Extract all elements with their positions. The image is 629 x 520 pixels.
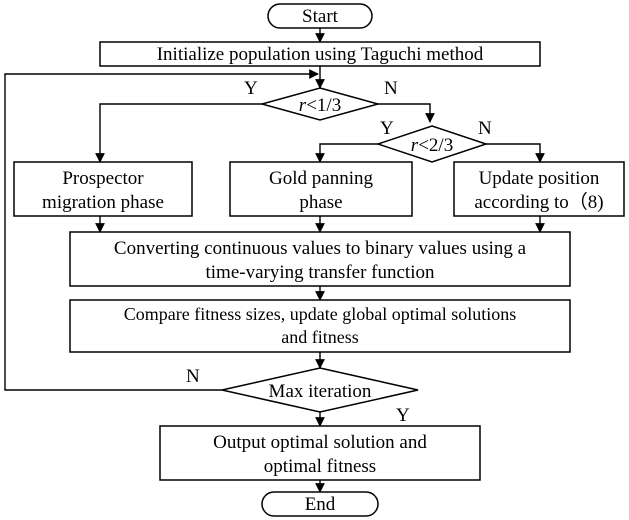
convert-process: Converting continuous values to binary v… (69, 231, 571, 287)
gold-panning-process: Gold panning phase (229, 161, 413, 217)
end-terminal: End (261, 491, 379, 517)
maxiter-no-label: N (186, 366, 200, 387)
edge-labels: Y N Y N N Y (186, 78, 492, 426)
cond2-no-label: N (478, 118, 492, 139)
init-process: Initialize population using Taguchi meth… (99, 41, 541, 67)
output-label-line1: Output optimal solution and (213, 432, 427, 453)
output-label-line2: optimal fitness (264, 456, 376, 477)
cond1-threshold: <1/3 (306, 95, 341, 116)
update-position-label-line2: according to（8) (474, 191, 603, 213)
cond2-decision: r<2/3 (375, 125, 489, 163)
edge-cond2-yes (315, 143, 378, 163)
start-terminal: Start (267, 3, 373, 29)
cond1-yes-label: Y (244, 78, 258, 99)
cond2-threshold: <2/3 (418, 135, 453, 156)
init-label: Initialize population using Taguchi meth… (157, 44, 484, 65)
compare-process: Compare fitness sizes, update global opt… (69, 299, 571, 353)
cond1-label: r<1/3 (299, 95, 341, 116)
prospector-process: Prospector migration phase (13, 161, 193, 217)
maxiter-label: Max iteration (269, 381, 372, 402)
prospector-label-line2: migration phase (42, 192, 164, 213)
convert-label-line2: time-varying transfer function (206, 262, 435, 283)
cond1-decision: r<1/3 (259, 87, 381, 121)
output-process: Output optimal solution and optimal fitn… (159, 425, 481, 481)
compare-label-line2: and fitness (281, 327, 358, 347)
cond1-variable: r (299, 95, 307, 116)
gold-panning-label-line2: phase (299, 192, 342, 213)
convert-label-line1: Converting continuous values to binary v… (114, 238, 527, 259)
start-label: Start (302, 6, 339, 27)
edge-cond2-no (486, 143, 545, 163)
maxiter-decision: Max iteration (221, 367, 419, 413)
update-position-label-line1: Update position (479, 168, 600, 189)
edge-cond1-no (378, 103, 435, 123)
cond2-label: r<2/3 (411, 135, 453, 156)
edges (4, 28, 545, 493)
end-label: End (305, 494, 336, 515)
edge-maxiter-no-loop (4, 69, 319, 391)
gold-panning-label-line1: Gold panning (269, 168, 373, 189)
cond2-yes-label: Y (380, 118, 394, 139)
prospector-label-line1: Prospector (62, 168, 144, 189)
cond1-no-label: N (384, 78, 398, 99)
compare-label-line1: Compare fitness sizes, update global opt… (124, 304, 516, 324)
cond2-variable: r (411, 135, 419, 156)
update-position-process: Update position according to（8) (453, 161, 625, 217)
maxiter-yes-label: Y (396, 405, 410, 426)
edge-cond1-yes (95, 103, 262, 163)
